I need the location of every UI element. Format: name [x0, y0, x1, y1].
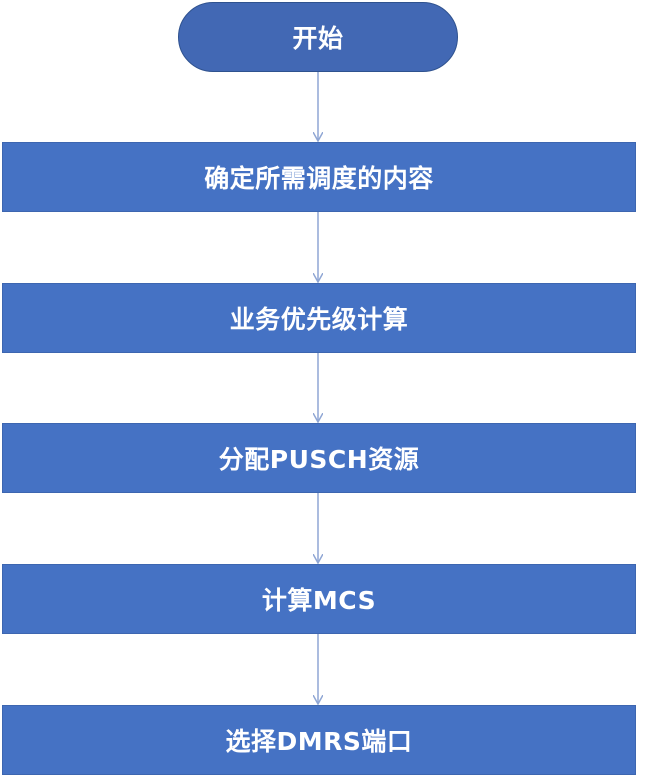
- start-node-label: 开始: [292, 24, 344, 53]
- step-label: 确定所需调度的内容: [204, 164, 434, 193]
- start-node: 开始: [178, 2, 458, 72]
- step-priority-calculation: 业务优先级计算: [2, 283, 636, 353]
- step-label: 业务优先级计算: [229, 305, 409, 334]
- step-label: 分配PUSCH资源: [218, 445, 420, 474]
- step-select-dmrs-port: 选择DMRS端口: [2, 705, 636, 775]
- step-label: 计算MCS: [261, 586, 377, 615]
- step-calculate-mcs: 计算MCS: [2, 564, 636, 634]
- step-allocate-pusch: 分配PUSCH资源: [2, 423, 636, 493]
- step-label: 选择DMRS端口: [225, 727, 413, 756]
- step-determine-schedule-content: 确定所需调度的内容: [2, 142, 636, 212]
